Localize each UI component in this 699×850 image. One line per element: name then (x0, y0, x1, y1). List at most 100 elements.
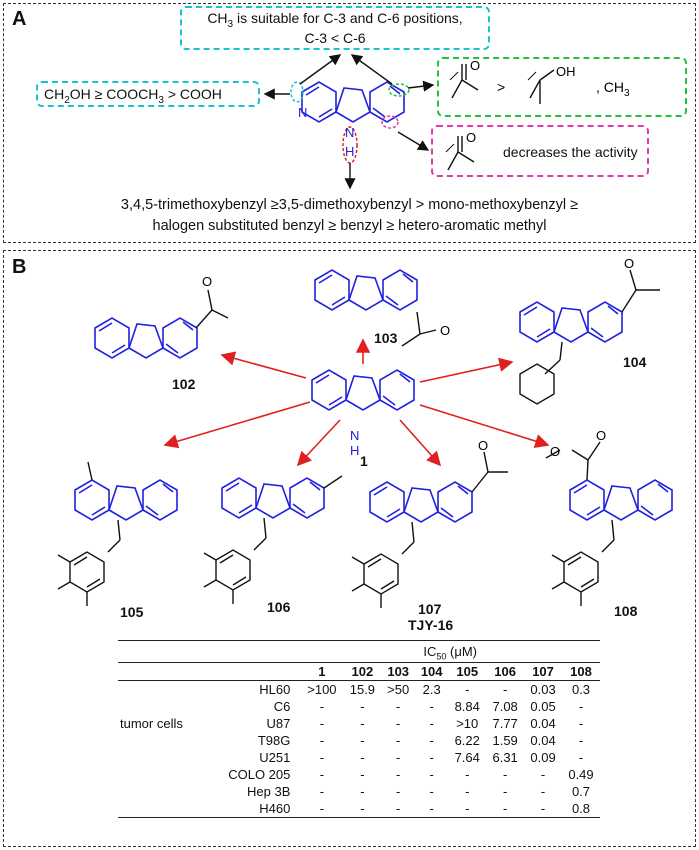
table-cell: - (429, 766, 434, 782)
c103-acetyl (401, 311, 437, 347)
label-compound-105: 105 (120, 604, 144, 620)
table-cell: - (465, 800, 470, 816)
table-cell: 0.03 (530, 681, 556, 697)
core-h: H (345, 144, 354, 159)
table-cell: - (396, 749, 401, 765)
table-cell: - (429, 698, 434, 714)
cell-line-name: H460 (259, 800, 291, 816)
table-cell: >50 (387, 681, 410, 697)
table-cell: 0.3 (571, 681, 591, 697)
panel-a-structures: N N H O > OH , CH3 O (263, 54, 630, 190)
table-cell: - (319, 766, 325, 782)
table-cell: - (429, 715, 434, 731)
table-cell: 7.77 (492, 715, 518, 731)
table-cell: - (319, 800, 325, 816)
table-cell: - (360, 800, 365, 816)
table-row: COLO 205-------0.49 (118, 766, 600, 783)
c108-o2: O (550, 444, 560, 459)
compound-106-structure (221, 477, 325, 519)
green-oh: OH (556, 64, 576, 79)
table-cell: 6.22 (454, 732, 480, 748)
c108-trimethoxybenzyl (551, 551, 599, 607)
c102-acetyl (195, 289, 229, 329)
column-header: 105 (456, 663, 479, 679)
cell-line-name: U251 (259, 749, 291, 765)
table-cell: - (429, 749, 434, 765)
c8-highlight (381, 115, 399, 129)
table-cell: 6.31 (492, 749, 518, 765)
table-cell: >100 (307, 681, 337, 697)
label-compound-107: 107 (418, 601, 442, 617)
table-cell: - (465, 783, 470, 799)
table-cell: - (578, 732, 584, 748)
table-row: H460-------0.8 (118, 800, 600, 818)
table-cell: - (360, 749, 365, 765)
cell-line-name: Hep 3B (247, 783, 291, 799)
panel-b-letter: B (12, 256, 27, 278)
table-cell: 0.7 (571, 783, 591, 799)
table-cell: - (578, 698, 584, 714)
label-compound-102: 102 (172, 376, 196, 392)
table-cell: - (360, 732, 365, 748)
table-cell: - (360, 783, 365, 799)
ch3-position-box: CH3 is suitable for C-3 and C-6 position… (180, 6, 490, 50)
n9-order-line2: halogen substituted benzyl ≥ benzyl ≥ he… (152, 218, 547, 234)
table-cell: - (578, 715, 584, 731)
c102-o: O (202, 274, 212, 289)
panel-a-letter: A (12, 8, 27, 30)
compound-105-structure (74, 479, 178, 521)
table-cell: 0.05 (530, 698, 556, 714)
table-cell: - (319, 749, 325, 765)
table-cell: - (396, 766, 401, 782)
c1-h: H (350, 443, 359, 458)
table-cell: 15.9 (349, 681, 376, 697)
carboline-core (301, 81, 405, 123)
cell-line-name: COLO 205 (228, 766, 291, 782)
green-ch3: , CH3 (596, 79, 630, 99)
core-n1: N (298, 105, 307, 120)
table-cell: - (465, 681, 470, 697)
acetyl-structure-green (449, 64, 479, 99)
c1-n: N (350, 428, 359, 443)
table-cell: - (319, 715, 325, 731)
c103-o: O (440, 323, 450, 338)
magenta-acetyl-o: O (466, 130, 476, 145)
acetyl-structure-magenta (445, 136, 475, 171)
table-cell: - (540, 783, 546, 799)
compound-1-structure (311, 369, 415, 411)
table-cell: - (319, 698, 325, 714)
table-cell: - (465, 766, 470, 782)
table-cell: - (319, 732, 325, 748)
label-compound-1: 1 (360, 453, 368, 469)
table-cell: 8.84 (454, 698, 480, 714)
column-header: 102 (351, 663, 374, 679)
column-header: 103 (387, 663, 410, 679)
label-compound-106: 106 (267, 599, 291, 615)
table-cell: - (360, 766, 365, 782)
table-cell: - (360, 698, 365, 714)
table-cell: - (540, 800, 546, 816)
table-cell: 2.3 (422, 681, 441, 697)
compound-104-structure (519, 301, 623, 343)
c3-highlight (290, 81, 304, 103)
cell-line-name: HL60 (259, 681, 291, 697)
table-cell: - (396, 783, 401, 799)
c105-trimethoxybenzyl (57, 551, 105, 607)
column-header: 108 (570, 663, 592, 679)
c108-substituents (545, 441, 615, 553)
table-cell: 0.04 (530, 732, 556, 748)
panel-a-arrows (263, 54, 435, 190)
label-compound-108: 108 (614, 603, 638, 619)
compound-102-structure (94, 317, 198, 359)
panel-b-arrows (163, 338, 550, 467)
table-cell: 0.8 (571, 800, 591, 816)
cell-line-name: T98G (257, 732, 291, 748)
c104-o: O (624, 256, 634, 271)
green-acetyl-o: O (470, 58, 480, 73)
table-cell: - (502, 766, 508, 782)
compound-108-structure (569, 479, 673, 521)
